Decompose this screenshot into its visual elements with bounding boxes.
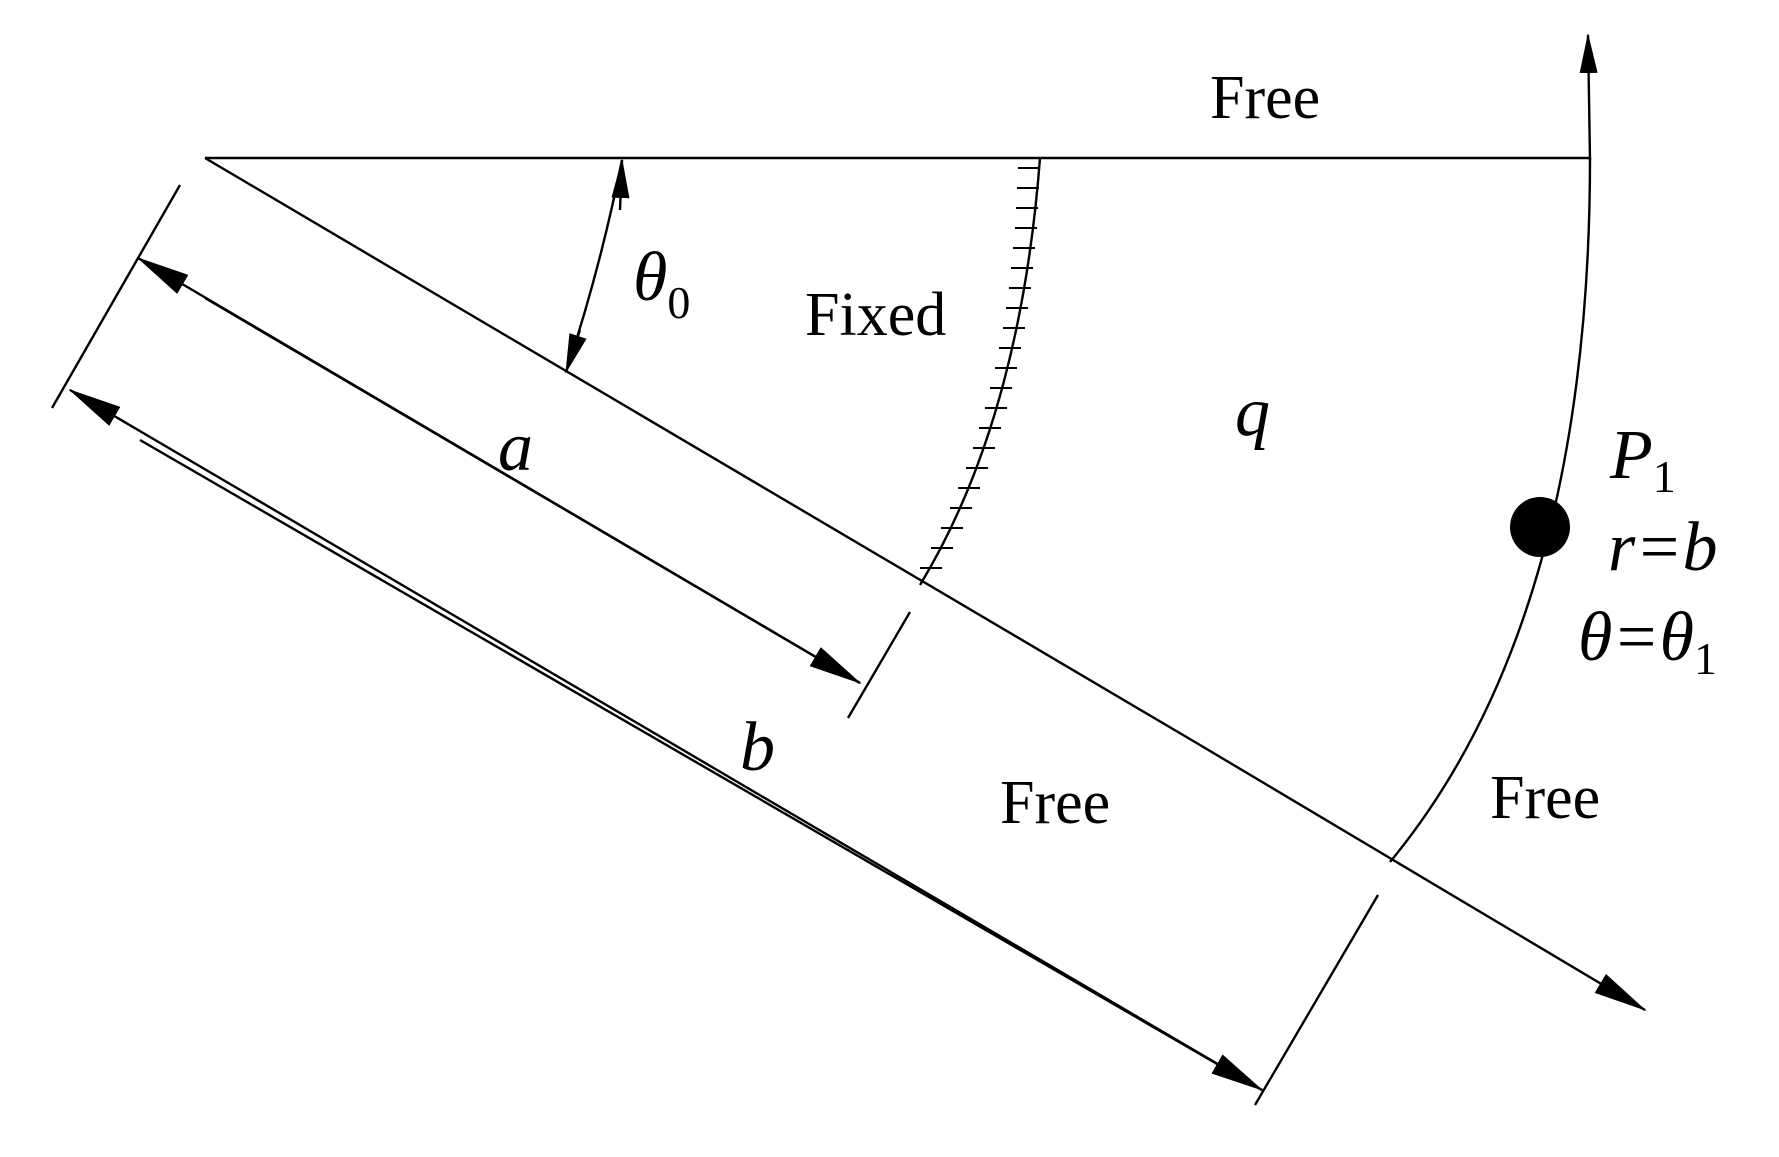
label-a: a bbox=[498, 409, 533, 486]
dimension-b-arrow-start bbox=[68, 388, 1263, 1092]
label-free-top: Free bbox=[1210, 64, 1320, 132]
point-p1 bbox=[1510, 497, 1570, 557]
label-free-bottom-mid: Free bbox=[1000, 769, 1110, 837]
theta0-sub: 0 bbox=[667, 277, 690, 328]
theta0-arrow-top bbox=[611, 158, 630, 211]
label-theta0: θ0 bbox=[633, 239, 690, 328]
theta0-angle-arc bbox=[564, 159, 624, 373]
theta-eq-base: θ=θ bbox=[1578, 599, 1694, 676]
theta-eq-sub: 1 bbox=[1694, 633, 1717, 684]
extension-line-b-end bbox=[1253, 894, 1380, 1106]
label-b: b bbox=[740, 709, 775, 786]
dimension-a-arrow-start bbox=[136, 256, 861, 685]
radial-line-upper-segment bbox=[204, 156, 1201, 747]
theta0-base: θ bbox=[633, 239, 667, 316]
label-p1: P1 bbox=[1609, 417, 1676, 502]
outer-arc-free bbox=[1389, 157, 1592, 863]
extension-line-a-end bbox=[846, 611, 912, 719]
fixed-hatching bbox=[920, 167, 1040, 569]
p1-base: P bbox=[1609, 417, 1653, 494]
radial-axis-arrow bbox=[1199, 743, 1647, 1012]
label-r-eq-b: r=b bbox=[1608, 509, 1717, 586]
label-fixed: Fixed bbox=[805, 281, 946, 349]
theta0-arrow-bottom bbox=[564, 329, 587, 374]
dimension-b-line bbox=[139, 438, 1264, 1092]
label-free-bottom-right: Free bbox=[1490, 764, 1600, 832]
outer-arc-arrow bbox=[1579, 33, 1598, 161]
label-q: q bbox=[1235, 374, 1270, 451]
extension-line-origin bbox=[50, 184, 182, 409]
p1-sub: 1 bbox=[1653, 451, 1676, 502]
label-theta-eq: θ=θ1 bbox=[1578, 599, 1717, 684]
inner-arc-fixed bbox=[918, 157, 1042, 586]
